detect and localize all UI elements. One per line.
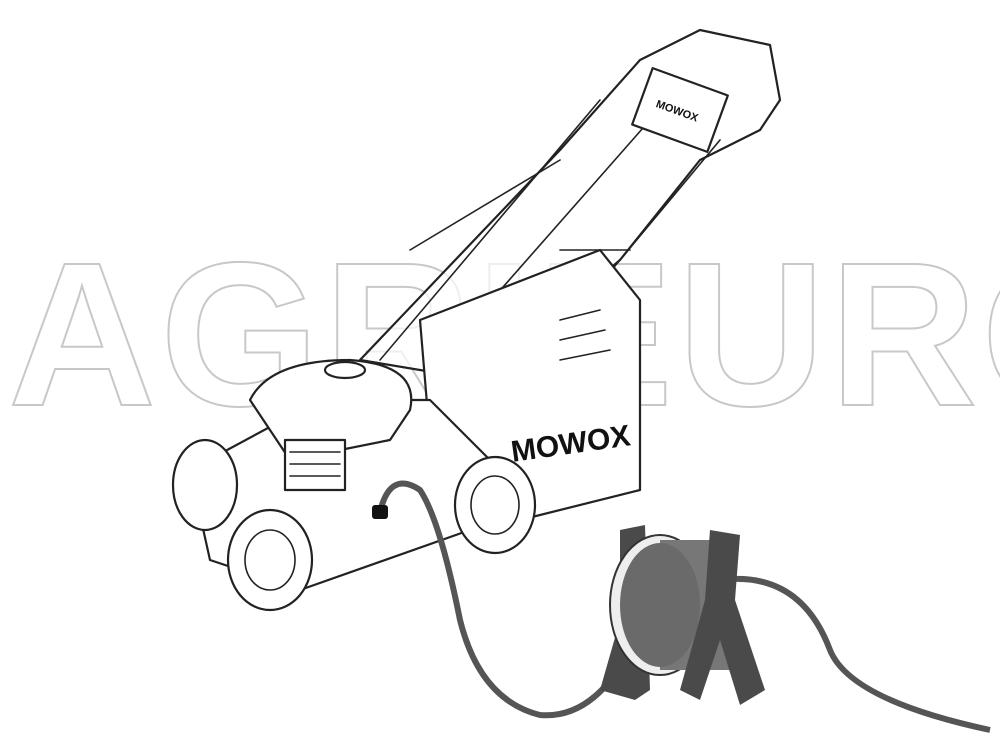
mower-wheels: [171, 438, 537, 612]
power-cable: [377, 480, 643, 719]
cable-reel: [600, 525, 765, 705]
mower-handle: MOWOX: [358, 28, 782, 382]
cable-plug: [372, 505, 388, 519]
power-cable-extension: [719, 575, 991, 733]
